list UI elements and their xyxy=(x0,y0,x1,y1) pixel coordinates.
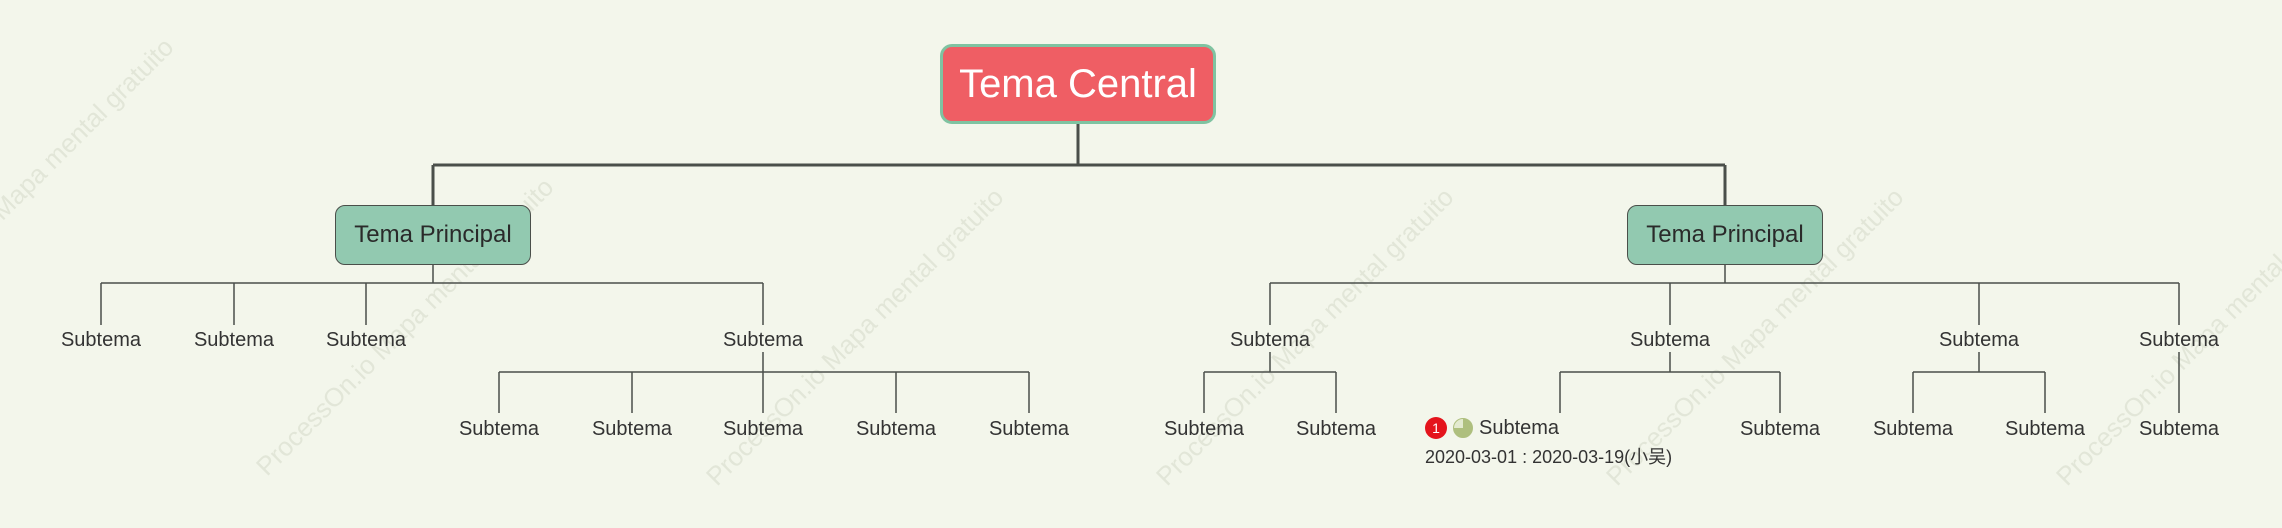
subtopic[interactable]: Subtema xyxy=(1629,329,1711,351)
subtopic[interactable]: Subtema xyxy=(722,329,804,351)
task-subtopic-label: Subtema xyxy=(1479,417,1560,439)
subtopic[interactable]: Subtema xyxy=(2138,329,2220,351)
subtopic[interactable]: Subtema xyxy=(2138,418,2220,440)
subtopic[interactable]: Subtema xyxy=(988,418,1070,440)
subtopic[interactable]: Subtema xyxy=(325,329,407,351)
subtopic[interactable]: Subtema xyxy=(591,418,673,440)
task-date-range: 2020-03-01 : 2020-03-19(小吴) xyxy=(1425,447,1673,467)
progress-icon xyxy=(1453,418,1473,438)
main-topic-right[interactable]: Tema Principal xyxy=(1627,205,1823,265)
subtopic[interactable]: Subtema xyxy=(458,418,540,440)
subtopic[interactable]: Subtema xyxy=(722,418,804,440)
subtopic[interactable]: Subtema xyxy=(855,418,937,440)
subtopic[interactable]: Subtema xyxy=(193,329,275,351)
priority-1-icon: 1 xyxy=(1425,417,1447,439)
main-topic-left[interactable]: Tema Principal xyxy=(335,205,531,265)
subtopic[interactable]: Subtema xyxy=(1938,329,2020,351)
subtopic[interactable]: Subtema xyxy=(60,329,142,351)
subtopic[interactable]: Subtema xyxy=(1739,418,1821,440)
subtopic[interactable]: Subtema xyxy=(1229,329,1311,351)
subtopic[interactable]: Subtema xyxy=(1295,418,1377,440)
subtopic[interactable]: Subtema xyxy=(2004,418,2086,440)
subtopic[interactable]: Subtema xyxy=(1163,418,1245,440)
subtopic[interactable]: Subtema xyxy=(1872,418,1954,440)
task-subtopic[interactable]: 1 Subtema xyxy=(1425,416,1559,440)
central-topic[interactable]: Tema Central xyxy=(940,44,1216,124)
